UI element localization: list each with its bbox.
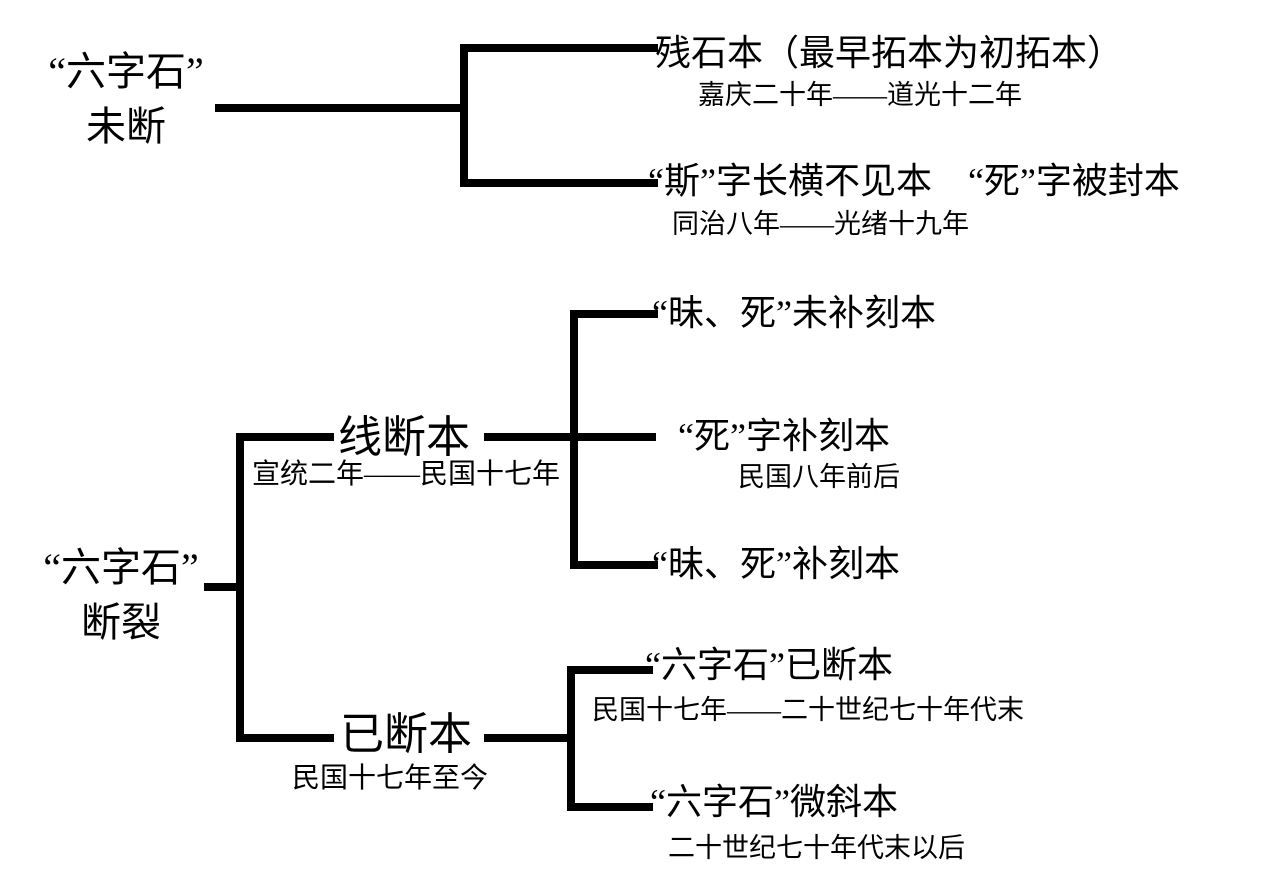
connector-branch-six-char-broken — [567, 666, 653, 674]
connector-branch-already-broken-right — [484, 734, 575, 742]
node-period-remnant-stone: 嘉庆二十年——道光十二年 — [698, 80, 1022, 110]
root-label-unbroken-state: 未断 — [86, 104, 166, 150]
connector-branch-remnant-stone — [460, 44, 658, 52]
connector-branch-mei-si-not-recarved — [570, 310, 658, 318]
node-period-si-sealed: 同治八年——光绪十九年 — [672, 209, 969, 239]
node-period-six-char-tilted: 二十世纪七十年代末以后 — [668, 833, 965, 863]
node-title-mei-si-not-recarved: “昧、死”未补刻本 — [652, 293, 936, 333]
node-title-mei-si-recarved: “昧、死”补刻本 — [652, 544, 900, 584]
node-period-line-broken: 宣统二年——民国十七年 — [252, 459, 561, 490]
root-label-unbroken: “六字石” 未断 — [20, 44, 232, 154]
node-title-si-sealed: “斯”字长横不见本 “死”字被封本 — [648, 161, 1180, 201]
root-label-broken-state: 断裂 — [81, 600, 161, 646]
connector-vertical-unbroken — [460, 44, 468, 187]
node-title-already-broken: 已断本 — [340, 710, 472, 759]
connector-branch-si-sealed — [460, 179, 658, 187]
connector-branch-line-broken-left — [236, 433, 334, 441]
connector-trunk-broken — [204, 583, 244, 591]
node-period-already-broken: 民国十七年至今 — [292, 763, 489, 794]
connector-trunk-unbroken — [215, 104, 468, 112]
node-title-line-broken: 线断本 — [338, 413, 470, 462]
connector-branch-already-broken-left — [236, 734, 334, 742]
root-label-unbroken-quote: “六字石” — [48, 49, 204, 94]
connector-branch-mei-si-recarved — [570, 561, 658, 569]
connector-vertical-broken — [236, 433, 244, 742]
node-title-si-recarved: “死”字补刻本 — [678, 416, 890, 456]
connector-vertical-line-broken-children — [570, 310, 578, 569]
root-label-broken: “六字石” 断裂 — [15, 540, 227, 650]
node-title-remnant-stone: 残石本（最早拓本为初拓本） — [655, 33, 1124, 73]
connector-branch-six-char-tilted — [567, 803, 653, 811]
root-label-broken-quote: “六字石” — [43, 545, 199, 590]
node-title-six-char-broken: “六字石”已断本 — [645, 645, 893, 685]
node-period-six-char-broken: 民国十七年——二十世纪七十年代末 — [592, 695, 1024, 725]
connector-vertical-already-broken-children — [567, 666, 575, 811]
node-period-si-recarved: 民国八年前后 — [738, 462, 900, 492]
node-title-six-char-tilted: “六字石”微斜本 — [650, 782, 898, 822]
